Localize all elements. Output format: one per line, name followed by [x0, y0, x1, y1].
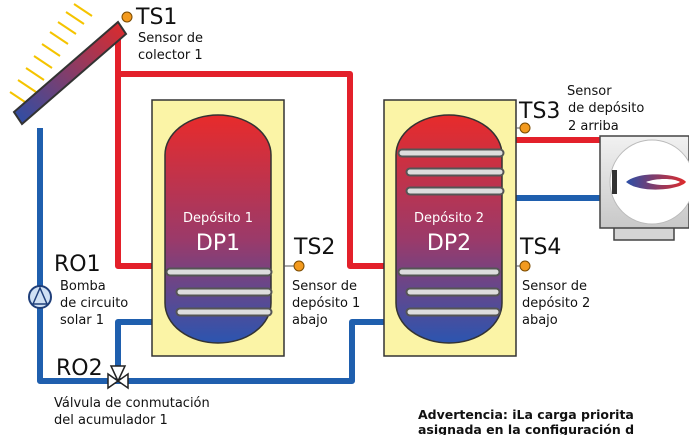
- ts3-tag: TS3: [518, 99, 560, 124]
- ro1-tag: RO1: [54, 252, 101, 277]
- boiler-unit: [599, 135, 689, 241]
- tank-dp2: [383, 99, 517, 357]
- ts3-sensor-icon: [519, 122, 531, 134]
- sensor-dots: [121, 11, 531, 272]
- solar-collector: [12, 20, 128, 126]
- dp2-name: Depósito 2: [414, 211, 484, 226]
- warning-line-1: Advertencia: iLa carga priorita: [418, 407, 634, 422]
- ts4-desc-2: depósito 2: [522, 296, 590, 311]
- ts3-desc-1: Sensor: [567, 84, 612, 99]
- ts1-desc-1: Sensor de: [138, 31, 203, 46]
- ro2-desc-1: Válvula de conmutación: [54, 396, 210, 411]
- ts3-desc-3: 2 arriba: [568, 119, 619, 134]
- ro2-tag: RO2: [56, 356, 103, 381]
- dp1-name: Depósito 1: [183, 211, 253, 226]
- tank-dp1: [151, 99, 285, 357]
- ro1-desc-2: de circuito: [60, 296, 128, 311]
- sun-rays-icon: [9, 3, 93, 105]
- warning-line-2: asignada en la configuración d: [418, 422, 634, 435]
- ts4-tag: TS4: [519, 235, 561, 260]
- ts2-desc-3: abajo: [292, 313, 328, 328]
- hot-pipes: [115, 34, 600, 269]
- ro2-desc-2: del acumulador 1: [54, 413, 168, 428]
- ts4-desc-3: abajo: [522, 313, 558, 328]
- ts2-desc-1: Sensor de: [292, 279, 357, 294]
- ts1-sensor-icon: [121, 11, 133, 23]
- ts2-tag: TS2: [293, 235, 335, 260]
- ts4-desc-1: Sensor de: [522, 279, 587, 294]
- pump-ro1-icon: [28, 285, 52, 309]
- ts3-desc-2: de depósito: [568, 101, 644, 116]
- dp1-code: DP1: [196, 231, 240, 256]
- ro1-desc-3: solar 1: [60, 313, 104, 328]
- dp2-code: DP2: [427, 231, 471, 256]
- ts2-sensor-icon: [293, 260, 305, 272]
- cold-pipes: [37, 128, 600, 384]
- ts1-desc-2: colector 1: [138, 48, 203, 63]
- ro1-desc-1: Bomba: [60, 279, 106, 294]
- ts4-sensor-icon: [519, 260, 531, 272]
- ts2-desc-2: depósito 1: [292, 296, 360, 311]
- ts1-tag: TS1: [135, 5, 177, 30]
- valve-ro2-icon: [107, 365, 129, 390]
